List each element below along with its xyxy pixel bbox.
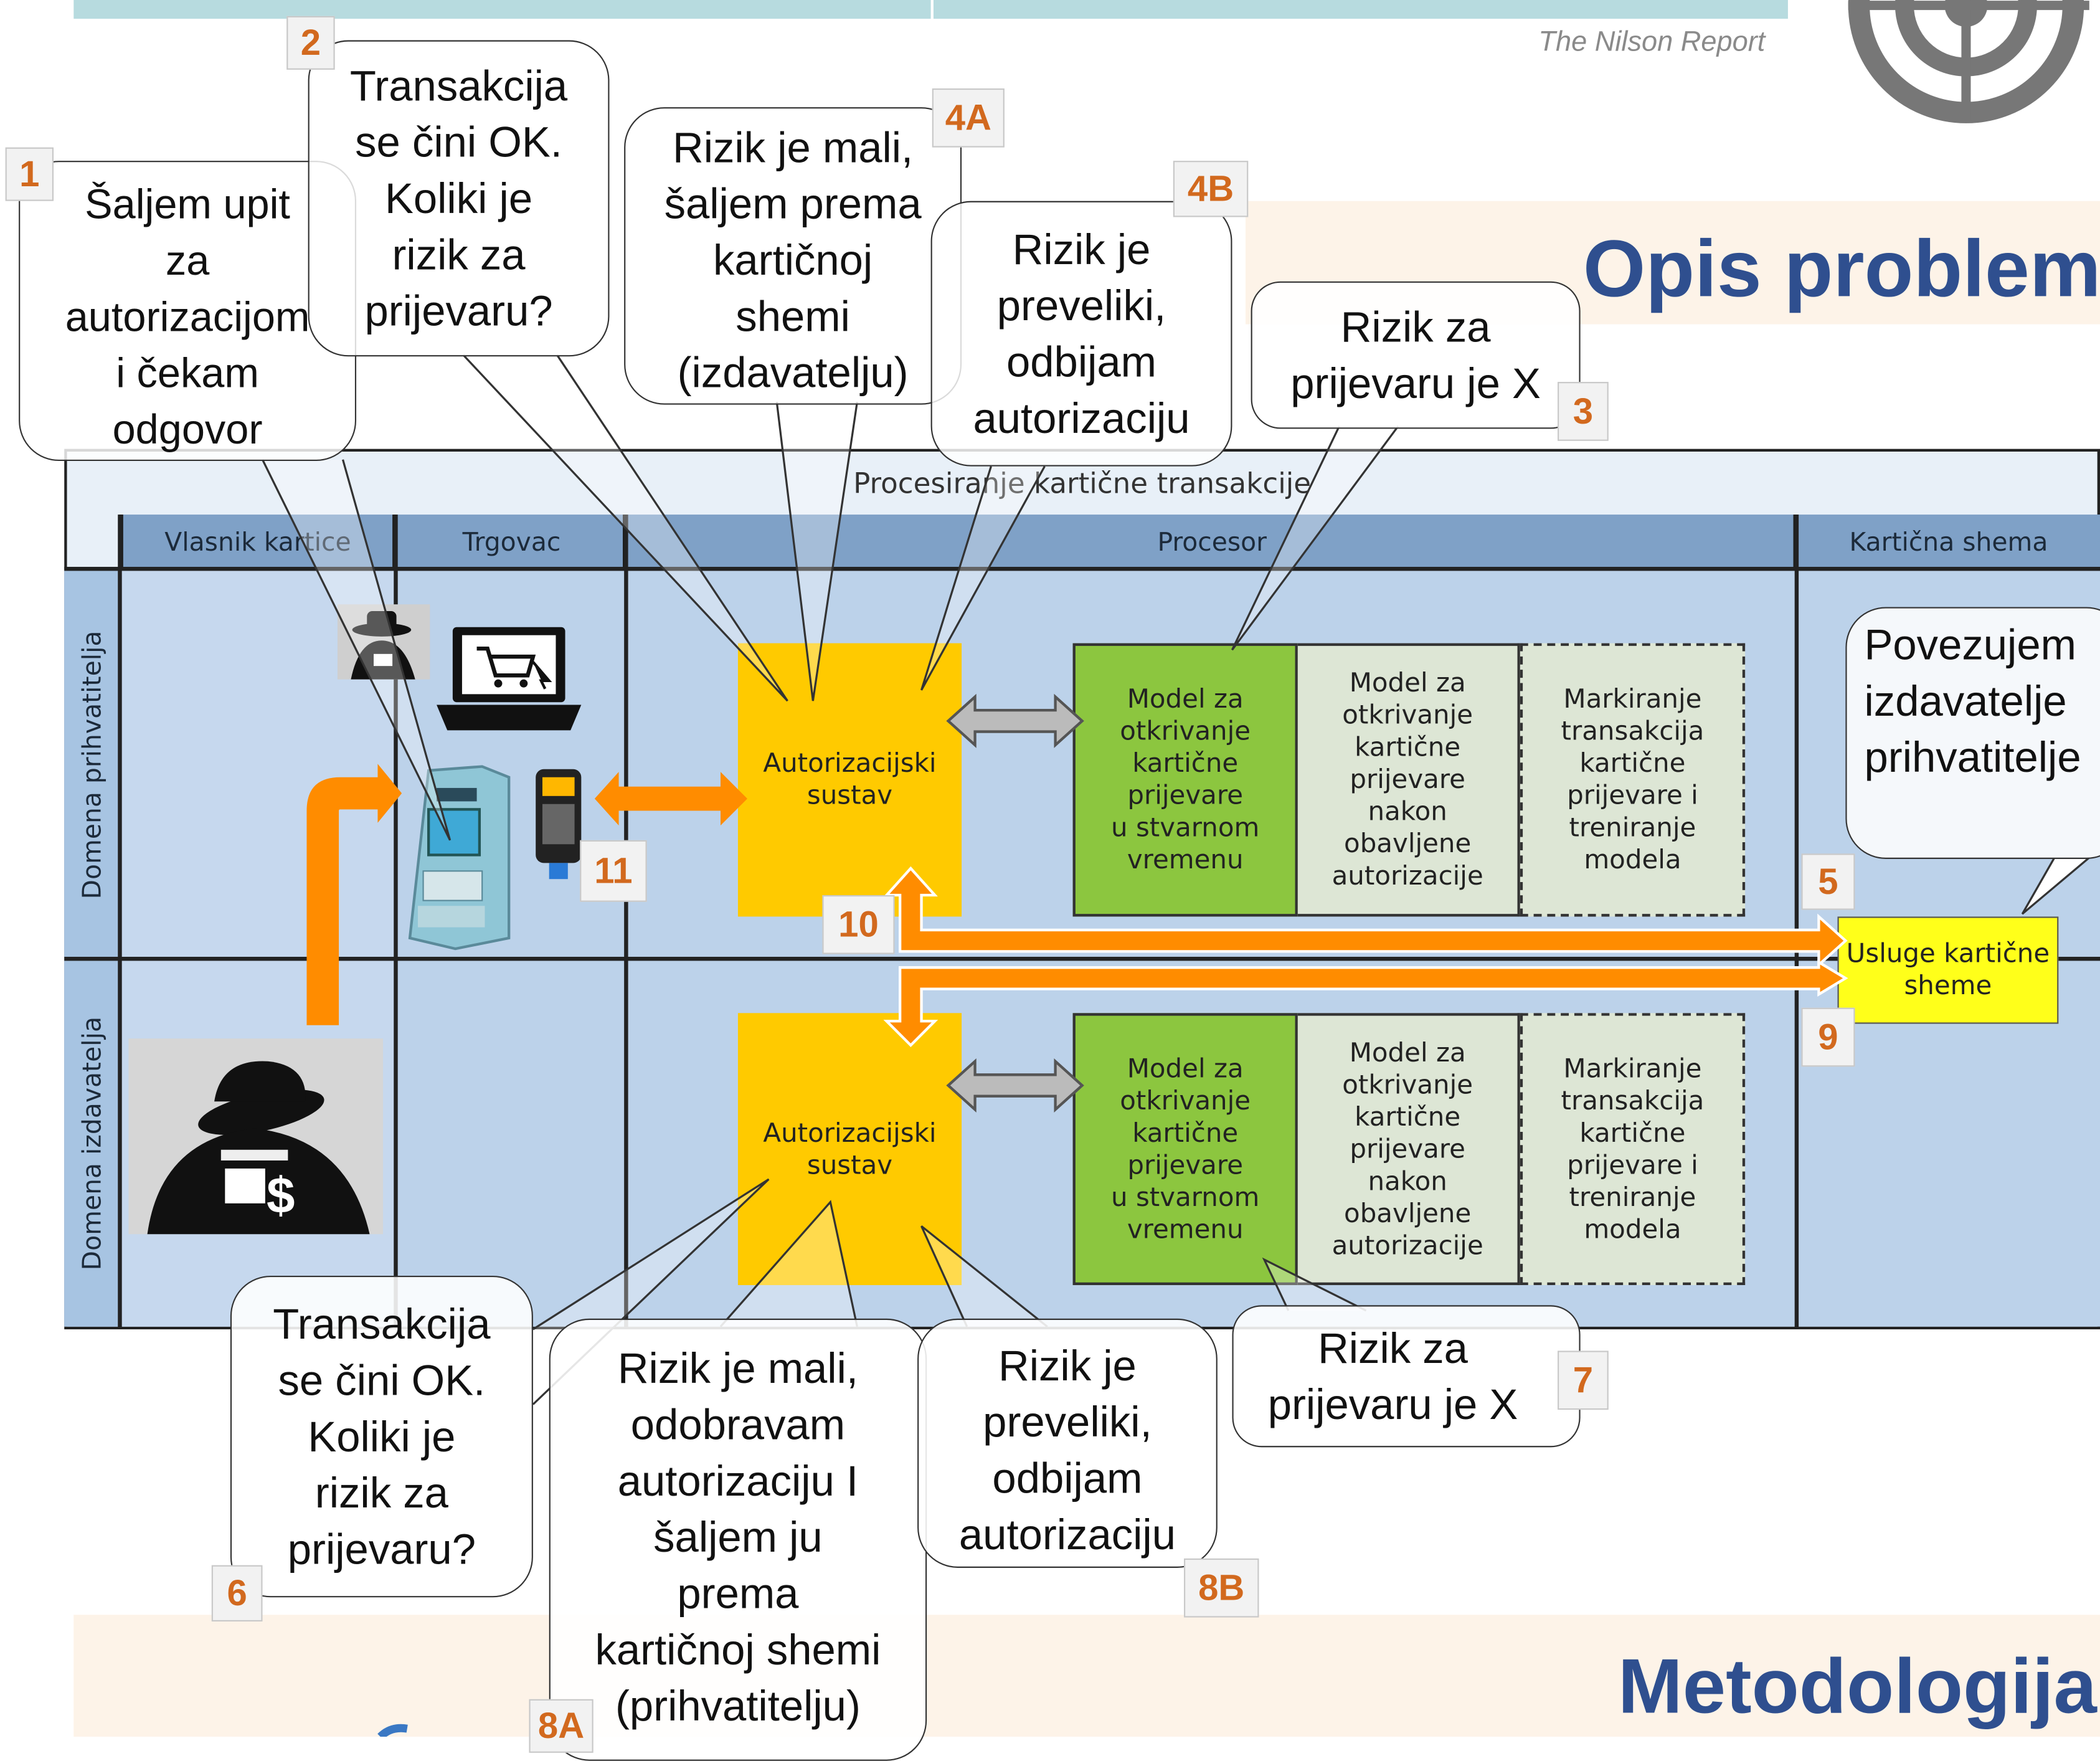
col-header-scheme [1797, 515, 2100, 570]
pos-terminal-icon [536, 769, 582, 880]
col-label-merchant: Trgovac [462, 527, 561, 557]
section-title: Metodologija [1617, 1643, 2097, 1730]
flow-scheme-to-issuer [883, 959, 1848, 1048]
step-badge-8b: 8B [1184, 1558, 1259, 1618]
callout-1 [19, 161, 357, 462]
scheme-services-box: Usluge kartične sheme [1837, 916, 2059, 1024]
callout-4a [624, 107, 962, 405]
fraudster-small-icon [337, 604, 430, 680]
step-badge-4b: 4B [1173, 161, 1249, 217]
source-credit: The Nilson Report [1538, 27, 1766, 58]
col-label-cardholder: Vlasnik kartice [164, 527, 351, 557]
callout-4a-tail [775, 402, 858, 701]
step-badge-7: 7 [1558, 1350, 1609, 1410]
callout-8a-text: Rizik je mali, odobravam autorizaciju I … [595, 1344, 881, 1730]
col-divider-1 [394, 515, 398, 1328]
row-header-strip [64, 569, 120, 1327]
callout-4b-text: Rizik je preveliki, odbijam autorizaciju [973, 225, 1190, 442]
callout-2-text: Transakcija se čini OK. Koliki je rizik … [349, 61, 568, 335]
callout-3-text: Rizik za prijevaru je X [1290, 303, 1541, 407]
heading-band-bottom [73, 1615, 2100, 1737]
callout-5-text: Povezujem izdavatelje prihvatitelje [1864, 620, 2081, 782]
step-badge-9: 9 [1801, 1007, 1855, 1067]
callout-4a-text: Rizik je mali, šaljem prema kartičnoj sh… [664, 123, 922, 397]
callout-1-text: Šaljem upit za autorizacijom i čekam odg… [65, 181, 310, 453]
callout-6 [230, 1275, 533, 1598]
callout-1-tail [262, 459, 452, 841]
callout-4b-tail [920, 465, 1046, 691]
callout-8a [549, 1318, 927, 1761]
issuer-marking: Markiranje transakcija kartične prijevar… [1520, 1013, 1746, 1286]
callout-4b [930, 201, 1232, 467]
flow-issuer-auth-model [946, 1058, 1084, 1113]
callout-8b-text: Rizik je preveliki, odbijam autorizaciju [958, 1341, 1176, 1559]
col-label-scheme: Kartična shema [1849, 527, 2048, 557]
top-band-left [73, 0, 931, 19]
step-badge-8a: 8A [529, 1699, 594, 1753]
col-label-processor: Procesor [1157, 527, 1267, 557]
callout-6-text: Transakcija se čini OK. Koliki je rizik … [273, 1299, 491, 1574]
issuer-model-post-auth: Model za otkrivanje kartične prijevare n… [1297, 1013, 1520, 1286]
flow-acquirer-to-scheme [883, 866, 1848, 968]
laptop-cart-icon [437, 627, 582, 731]
issuer-model-realtime: Model za otkrivanje kartične prijevare u… [1072, 1013, 1298, 1286]
step-badge-11: 11 [580, 840, 647, 902]
callout-2 [308, 40, 610, 357]
col-header-processor [627, 515, 1797, 570]
step-badge-3: 3 [1558, 382, 1609, 441]
step-badge-6: 6 [211, 1565, 263, 1621]
callout-8a-tail [719, 1200, 858, 1327]
col-header-merchant [396, 515, 627, 570]
col-divider-0 [118, 515, 122, 1328]
issuer-auth-system: Autorizacijski sustav [737, 1013, 962, 1286]
diagram-title: Procesiranje kartične transakcije [853, 467, 1312, 500]
row-divider [64, 956, 2100, 961]
top-band-right [933, 0, 1788, 19]
acquirer-model-post-auth: Model za otkrivanje kartične prijevare n… [1297, 643, 1520, 917]
callout-2-tail [462, 354, 788, 702]
fraudster-icon: $ [128, 1038, 384, 1235]
callout-3-tail [1231, 425, 1399, 651]
step-badge-2: 2 [286, 16, 335, 70]
callout-8b [917, 1318, 1218, 1568]
callout-7-text: Rizik za prijevaru je X [1267, 1324, 1518, 1429]
callout-5-tail [2021, 857, 2090, 915]
svg-text:$: $ [267, 1167, 295, 1224]
col-divider-2 [624, 515, 628, 1328]
step-badge-1: 1 [5, 147, 54, 201]
atm-icon [408, 765, 511, 951]
callout-8b-tail [920, 1225, 1048, 1327]
callout-7 [1232, 1305, 1581, 1448]
flow-fraudster-to-atm [306, 764, 402, 1025]
step-badge-10: 10 [822, 895, 895, 954]
step-badge-5: 5 [1801, 853, 1855, 910]
callout-7-tail [1262, 1257, 1367, 1312]
flow-acquirer-auth-model [946, 693, 1084, 748]
col-divider-3 [1794, 515, 1799, 1328]
acquirer-marking: Markiranje transakcija kartične prijevar… [1520, 643, 1746, 917]
header-divider [64, 566, 2100, 571]
page-title: Opis problema [1582, 224, 2100, 314]
step-badge-4a: 4A [932, 88, 1005, 148]
acquirer-model-realtime: Model za otkrivanje kartične prijevare u… [1072, 643, 1298, 917]
callout-5 [1845, 607, 2100, 859]
flow-pos-to-auth [594, 772, 747, 826]
callout-3 [1251, 281, 1581, 429]
